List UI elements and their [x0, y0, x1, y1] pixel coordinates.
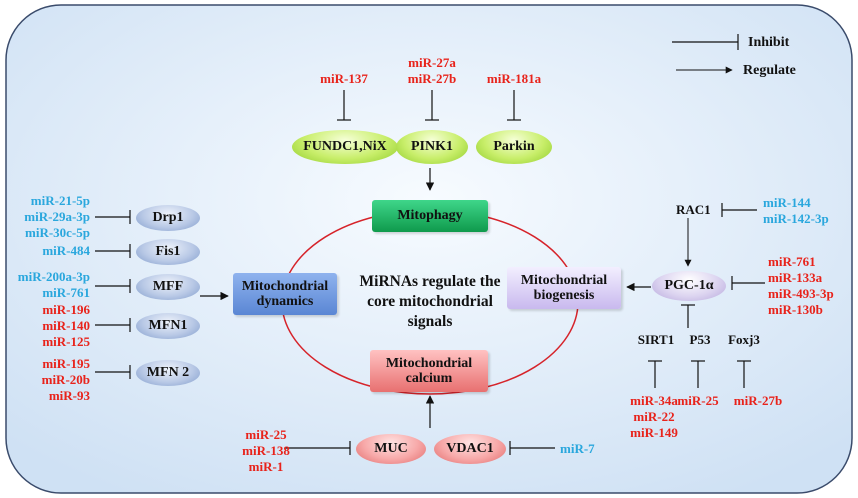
mir-22: miR-22 [633, 409, 675, 424]
mir-93: miR-93 [48, 388, 90, 403]
mir-27b: miR-27b [407, 71, 457, 86]
mir-27b-right: miR-27b [733, 393, 783, 408]
node-vdac1: VDAC1 [434, 434, 506, 464]
node-parkin: Parkin [476, 130, 552, 164]
calcium-line-1: Mitochondrial [385, 355, 473, 371]
mir-130b: miR-130b [768, 302, 823, 317]
mir-195: miR-195 [42, 356, 90, 371]
mir-25-right: miR-25 [677, 393, 719, 408]
mir-138: miR-138 [242, 443, 290, 458]
mir-30c-5p: miR-30c-5p [25, 225, 90, 240]
mir-149: miR-149 [630, 425, 678, 440]
mir-34a: miR-34a [630, 393, 678, 408]
label-p53: P53 [689, 332, 711, 347]
mir-20b: miR-20b [41, 372, 90, 387]
legend-inhibit: Inhibit [748, 35, 790, 50]
mir-21-5p: miR-21-5p [30, 193, 90, 208]
box-mitochondrial-dynamics: Mitochondrial dynamics [233, 273, 337, 315]
mir-181a: miR-181a [486, 71, 542, 86]
label-sirt1: SIRT1 [637, 332, 675, 347]
mir-144: miR-144 [763, 195, 811, 210]
background-panel [5, 4, 853, 494]
node-drp1: Drp1 [136, 205, 200, 231]
node-fundc1-nix: FUNDC1,NiX [292, 130, 398, 164]
node-mfn1: MFN1 [136, 313, 200, 339]
mir-493-3p: miR-493-3p [768, 286, 834, 301]
label-foxj3: Foxj3 [728, 332, 760, 347]
label-rac1: RAC1 [676, 202, 711, 217]
mir-142-3p: miR-142-3p [763, 211, 829, 226]
mir-761-right: miR-761 [768, 254, 816, 269]
dynamics-line-1: Mitochondrial [241, 278, 329, 294]
mir-25-bottom: miR-25 [245, 427, 287, 442]
mir-484: miR-484 [42, 243, 90, 258]
calcium-line-2: calcium [405, 371, 453, 386]
box-mitophagy: Mitophagy [372, 200, 488, 232]
mir-29a-3p: miR-29a-3p [24, 209, 90, 224]
mir-7: miR-7 [560, 441, 595, 456]
node-pgc1a: PGC-1α [652, 271, 726, 301]
node-fis1: Fis1 [136, 239, 200, 265]
dynamics-line-2: dynamics [256, 294, 314, 309]
node-mfn2: MFN 2 [136, 360, 200, 386]
mir-196: miR-196 [42, 302, 90, 317]
legend-regulate: Regulate [743, 63, 796, 78]
node-muc: MUC [356, 434, 426, 464]
center-line-2: core mitochondrial [367, 293, 493, 310]
box-mitochondrial-calcium: Mitochondrial calcium [370, 350, 488, 392]
mir-27a: miR-27a [408, 55, 456, 70]
node-pink1: PINK1 [396, 130, 468, 164]
mir-140: miR-140 [42, 318, 90, 333]
mir-133a: miR-133a [768, 270, 823, 285]
biogenesis-line-2: biogenesis [533, 288, 595, 303]
center-line-3: signals [407, 313, 453, 330]
mir-200a-3p: miR-200a-3p [17, 269, 90, 284]
mir-125: miR-125 [42, 334, 90, 349]
mir-137: miR-137 [320, 71, 368, 86]
mir-1: miR-1 [248, 459, 284, 474]
node-mff: MFF [136, 274, 200, 300]
box-mitochondrial-biogenesis: Mitochondrial biogenesis [507, 267, 621, 309]
biogenesis-line-1: Mitochondrial [520, 272, 608, 288]
mir-761-left: miR-761 [42, 285, 90, 300]
center-line-1: MiRNAs regulate the [359, 273, 501, 290]
